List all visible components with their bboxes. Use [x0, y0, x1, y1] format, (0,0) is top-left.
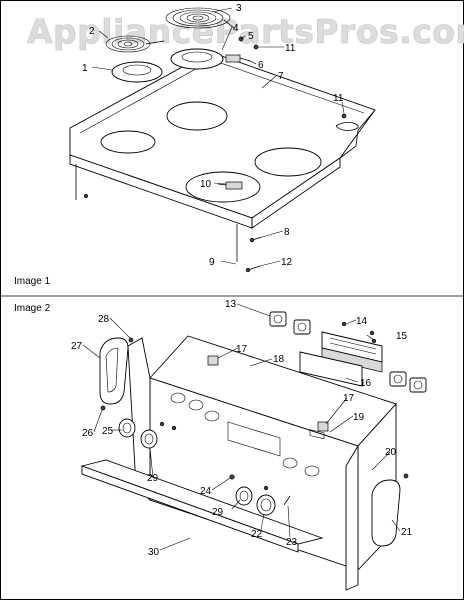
- callout-1: 1: [82, 63, 88, 74]
- cooktop-assembly: [69, 7, 376, 273]
- callout-17-left: 17: [236, 344, 248, 355]
- callout-27: 27: [71, 341, 83, 352]
- watermark-text: AppliancePartsPros.com: [27, 12, 464, 51]
- callout-30: 30: [148, 547, 160, 558]
- callout-17-right: 17: [343, 393, 355, 404]
- callout-22: 22: [251, 529, 263, 540]
- burner-opening-front-left: [100, 130, 156, 154]
- callout-3: 3: [236, 3, 242, 14]
- control-knob: [140, 429, 158, 449]
- callout-4: 4: [233, 23, 239, 34]
- switch-clip: [207, 355, 219, 366]
- burner-opening-rear-right: [254, 147, 322, 177]
- callout-10: 10: [200, 179, 212, 190]
- callout-18: 18: [273, 354, 285, 365]
- control-panel-assembly: [80, 311, 427, 591]
- burner-opening-front-right: [185, 171, 261, 203]
- callout-8: 8: [284, 227, 290, 238]
- callout-26: 26: [82, 428, 94, 439]
- panel-label-image-2: Image 2: [14, 303, 51, 314]
- callout-29-left: 29: [147, 473, 159, 484]
- callout-numbers: 1 2 3 4 5 6 7 8 9 10 11 11 12 13 14 15 1…: [71, 3, 413, 558]
- callout-9: 9: [209, 257, 215, 268]
- rotary-switch: [269, 311, 287, 327]
- burner-opening-rear-left: [166, 101, 228, 131]
- electronic-range-control: [321, 331, 383, 373]
- backguard-trim-front: [81, 465, 299, 553]
- knob-spring: [159, 421, 165, 427]
- callout-6: 6: [258, 60, 264, 71]
- callout-14: 14: [356, 316, 368, 327]
- callout-5: 5: [248, 31, 254, 42]
- callout-29-center: 29: [212, 507, 224, 518]
- surface-element-small: [105, 35, 165, 53]
- element-receptacle-front: [217, 181, 243, 190]
- control-knob-left: [118, 418, 136, 438]
- callout-15: 15: [396, 331, 408, 342]
- end-cap-right: [371, 479, 401, 547]
- switch-clip: [317, 421, 329, 432]
- callout-11-top: 11: [285, 43, 296, 54]
- rotary-switch: [293, 319, 311, 335]
- screw: [283, 495, 291, 506]
- callout-2: 2: [89, 26, 95, 37]
- screw: [100, 405, 106, 411]
- cooktop-side-skirt: [251, 157, 341, 229]
- end-cap-left: [99, 337, 129, 405]
- element-receptacle: [225, 54, 251, 63]
- callout-16: 16: [360, 378, 372, 389]
- control-knob: [235, 486, 253, 506]
- callout-25: 25: [102, 426, 114, 437]
- callout-23: 23: [286, 537, 298, 548]
- callout-7: 7: [278, 71, 284, 82]
- callout-12: 12: [281, 257, 293, 268]
- callout-28: 28: [98, 314, 110, 325]
- right-side-bracket: [345, 444, 359, 591]
- surface-element-large: [165, 7, 235, 29]
- screw: [253, 44, 259, 50]
- callout-24: 24: [200, 486, 212, 497]
- screw: [341, 113, 347, 119]
- callout-20: 20: [385, 447, 397, 458]
- callout-11-rear: 11: [333, 93, 344, 104]
- drip-pan: [111, 61, 163, 83]
- rotary-switch: [389, 371, 407, 387]
- lift-rod: [335, 122, 359, 131]
- callout-19: 19: [353, 412, 365, 423]
- leader-lines: [82, 7, 401, 551]
- rotary-switch: [409, 377, 427, 393]
- drip-pan-large: [170, 48, 224, 70]
- control-overlay: [299, 351, 363, 440]
- switch-spacer: [229, 474, 235, 480]
- panel-label-image-1: Image 1: [14, 276, 51, 287]
- callout-13: 13: [225, 299, 237, 310]
- callout-21: 21: [401, 527, 413, 538]
- screw: [403, 473, 409, 479]
- screw: [128, 337, 134, 343]
- control-knob-large: [256, 494, 276, 516]
- display-window: [227, 421, 281, 457]
